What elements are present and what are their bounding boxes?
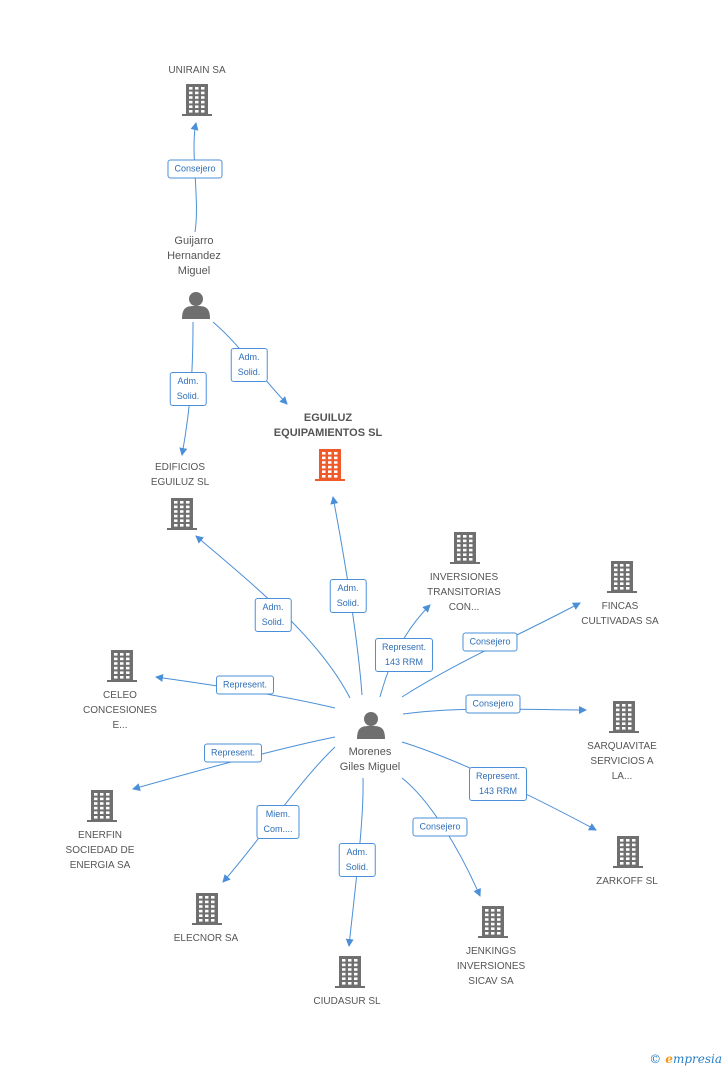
enerfin-building-icon[interactable] <box>87 790 117 822</box>
morenes-label[interactable]: Morenes Giles Miguel <box>339 746 401 773</box>
jenkings-label[interactable]: JENKINGS INVERSIONES SICAV SA <box>456 946 526 987</box>
eguiluz-label[interactable]: EGUILUZ EQUIPAMIENTOS SL <box>273 412 383 439</box>
edge-label-morenes-to-ciudasur[interactable]: Adm. Solid. <box>338 843 376 877</box>
edge-label-guijarro-to-eguiluz[interactable]: Adm. Solid. <box>230 348 268 382</box>
copyright-symbol: © <box>649 1052 662 1066</box>
fincas-building-icon[interactable] <box>607 561 637 593</box>
celeo-label[interactable]: CELEO CONCESIONES E... <box>83 690 157 731</box>
sarquavitae-label[interactable]: SARQUAVITAE SERVICIOS A LA... <box>587 741 657 782</box>
enerfin-label[interactable]: ENERFIN SOCIEDAD DE ENERGIA SA <box>65 830 135 871</box>
edge-label-morenes-to-jenkings[interactable]: Consejero <box>412 817 468 837</box>
unirain-label[interactable]: UNIRAIN SA <box>168 65 226 76</box>
edge-label-guijarro-to-unirain[interactable]: Consejero <box>167 159 223 179</box>
edge-label-morenes-to-inversiones[interactable]: Represent. 143 RRM <box>374 638 434 672</box>
sarquavitae-building-icon[interactable] <box>609 701 639 733</box>
edge-label-morenes-to-eguiluz[interactable]: Adm. Solid. <box>329 579 367 613</box>
guijarro-person-icon[interactable] <box>182 292 210 319</box>
inversiones-label[interactable]: INVERSIONES TRANSITORIAS CON... <box>427 572 501 613</box>
guijarro-label[interactable]: Guijarro Hernandez Miguel <box>167 235 221 277</box>
jenkings-building-icon[interactable] <box>478 906 508 938</box>
edge-label-morenes-to-sarquavitae[interactable]: Consejero <box>465 694 521 714</box>
edge-label-morenes-to-edificios[interactable]: Adm. Solid. <box>254 598 292 632</box>
zarkoff-label[interactable]: ZARKOFF SL <box>596 876 658 887</box>
ciudasur-label[interactable]: CIUDASUR SL <box>313 996 381 1007</box>
edge-label-guijarro-to-edificios[interactable]: Adm. Solid. <box>169 372 207 406</box>
eguiluz-building-icon[interactable] <box>315 449 345 481</box>
edificios-label[interactable]: EDIFICIOS EGUILUZ SL <box>150 462 210 488</box>
edge-label-morenes-to-enerfin[interactable]: Represent. <box>203 743 263 763</box>
elecnor-label[interactable]: ELECNOR SA <box>173 933 239 944</box>
unirain-building-icon[interactable] <box>182 84 212 116</box>
ciudasur-building-icon[interactable] <box>335 956 365 988</box>
elecnor-building-icon[interactable] <box>192 893 222 925</box>
celeo-building-icon[interactable] <box>107 650 137 682</box>
fincas-label[interactable]: FINCAS CULTIVADAS SA <box>581 601 659 627</box>
edge-label-morenes-to-elecnor[interactable]: Miem. Com.... <box>256 805 300 839</box>
edge-label-morenes-to-celeo[interactable]: Represent. <box>215 675 275 695</box>
zarkoff-building-icon[interactable] <box>613 836 643 868</box>
footer-brand: ©empresia <box>649 1052 722 1066</box>
edificios-building-icon[interactable] <box>167 498 197 530</box>
morenes-person-icon[interactable] <box>357 712 385 739</box>
edge-label-morenes-to-zarkoff[interactable]: Represent. 143 RRM <box>468 767 528 801</box>
inversiones-building-icon[interactable] <box>450 532 480 564</box>
brand-e: e <box>665 1052 673 1066</box>
brand-name: mpresia <box>672 1052 722 1066</box>
edge-label-morenes-to-fincas[interactable]: Consejero <box>462 632 518 652</box>
